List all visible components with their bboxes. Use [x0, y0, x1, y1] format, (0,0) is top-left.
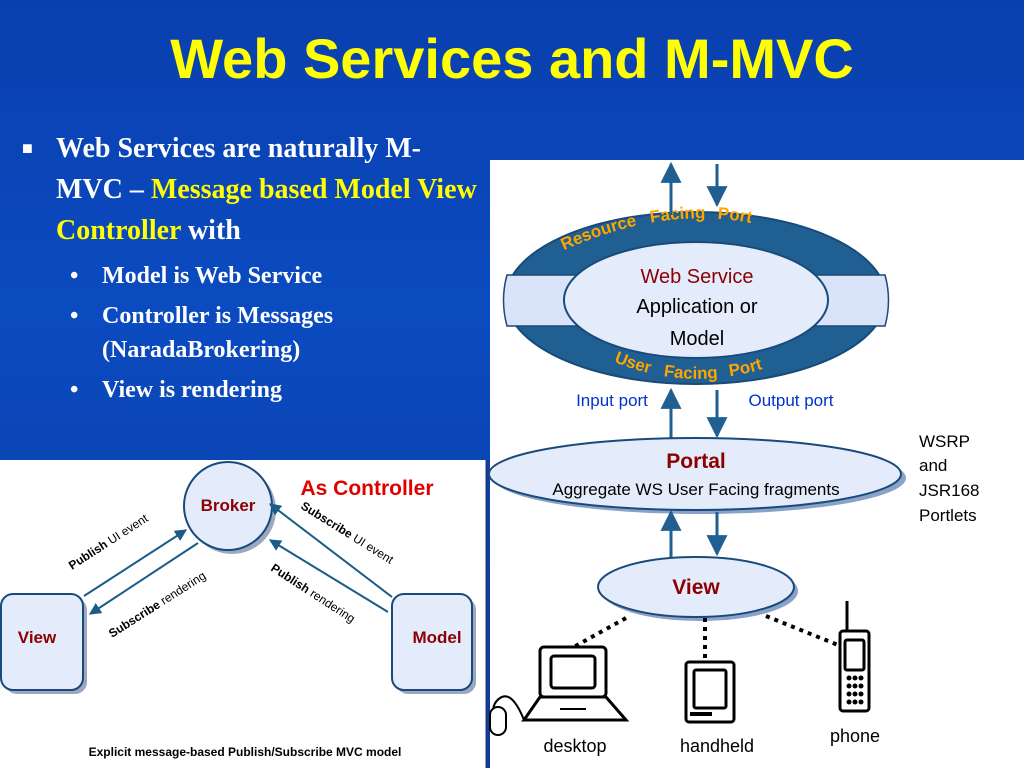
portal-ellipse: [488, 437, 902, 511]
phone-icon: [838, 601, 871, 713]
desktop-icon: [489, 645, 630, 736]
model-box: [391, 593, 473, 691]
main-bullet-text: Web Services are naturally M-MVC – Messa…: [56, 128, 482, 251]
model-to-broker-arrow: [268, 539, 389, 613]
main-bullet: ■ Web Services are naturally M-MVC – Mes…: [22, 128, 482, 251]
square-bullet-icon: ■: [22, 138, 33, 158]
publish-rendering-label: Publish rendering: [268, 561, 357, 626]
slide-title: Web Services and M-MVC: [170, 27, 854, 90]
as-controller-label: As Controller: [300, 477, 433, 500]
broker-to-view-arrow: [88, 542, 199, 615]
ws-center-line3: Model: [670, 328, 724, 350]
ws-center-line2: Application or: [636, 296, 758, 318]
bullet-text-part2: with: [180, 215, 241, 246]
phone-label: phone: [830, 726, 880, 746]
handheld-icon: [684, 660, 736, 724]
web-service-core: [563, 241, 829, 359]
publish-ui-event-label: Publish UI event: [66, 511, 151, 573]
sub-bullet-text: View is rendering: [102, 377, 282, 403]
input-port-label: Input port: [576, 391, 648, 410]
phone-connector: [765, 614, 839, 647]
wsrp-label: WSRP and JSR168 Portlets: [919, 432, 984, 525]
ws-center-line1: Web Service: [640, 266, 753, 288]
broker-label: Broker: [201, 496, 256, 515]
left-model-label: Model: [412, 628, 461, 647]
ws-ring: [502, 211, 890, 385]
sub-bullet: • Model is Web Service: [70, 259, 482, 293]
subscribe-ui-event-label: Subscribe UI event: [298, 499, 396, 567]
view-ellipse: [597, 556, 795, 618]
dot-bullet-icon: •: [70, 377, 79, 403]
portal-subtitle: Aggregate WS User Facing fragments: [552, 480, 839, 499]
broker-to-model-arrow: [269, 503, 393, 598]
desktop-label: desktop: [543, 736, 606, 756]
view-label: View: [672, 576, 720, 599]
left-view-label: View: [18, 628, 57, 647]
desktop-connector: [571, 616, 627, 650]
view-to-broker-arrow: [83, 529, 188, 597]
subscribe-rendering-label: Subscribe rendering: [106, 568, 208, 640]
bullet-list: ■ Web Services are naturally M-MVC – Mes…: [22, 128, 482, 431]
sub-bullet-text: Model is Web Service: [102, 263, 323, 289]
left-diagram-caption: Explicit message-based Publish/Subscribe…: [89, 745, 402, 759]
view-box: [0, 593, 84, 691]
bullet-text-part1: Web Services are naturally M-MVC –: [56, 133, 421, 205]
sub-bullet: • Controller is Messages (NaradaBrokering…: [70, 299, 482, 367]
sub-bullet: • View is rendering: [70, 373, 482, 407]
dot-bullet-icon: •: [70, 263, 79, 289]
dot-bullet-icon: •: [70, 303, 79, 329]
portal-title: Portal: [666, 450, 726, 473]
sub-bullet-list: • Model is Web Service • Controller is Mes…: [70, 259, 482, 407]
handheld-label: handheld: [680, 736, 754, 756]
output-port-label: Output port: [748, 391, 833, 410]
sub-bullet-text: Controller is Messages (NaradaBrokering): [102, 303, 334, 363]
bullet-highlight: Message based Model View Controller: [56, 174, 477, 246]
